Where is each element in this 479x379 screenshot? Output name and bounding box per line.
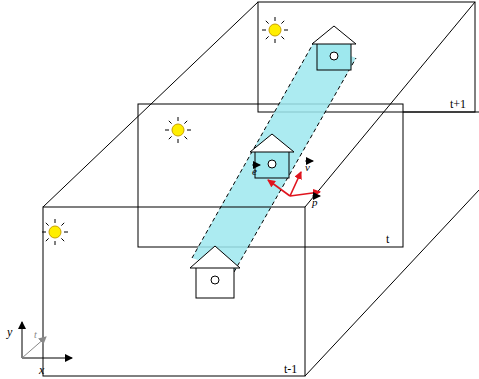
trajectory-tube [192, 42, 356, 272]
frame-t-minus-1 [43, 207, 305, 376]
axis-label: y [7, 326, 12, 338]
vector-label: v [305, 162, 310, 173]
vector-label: p [312, 197, 318, 208]
house-t0 [190, 246, 240, 298]
frame-label: t [386, 233, 389, 245]
house-t [250, 134, 294, 178]
axis-label: t [34, 330, 37, 340]
frame-label: t+1 [450, 98, 466, 110]
frame-label: t-1 [284, 363, 297, 375]
vector-label: e [252, 166, 257, 177]
house-t1 [312, 26, 356, 70]
axis-label: x [39, 364, 44, 376]
